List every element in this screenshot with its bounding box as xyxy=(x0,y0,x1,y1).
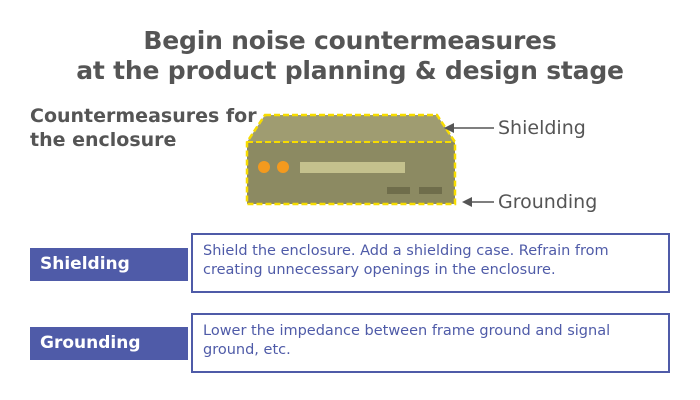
shielding-tag: Shielding xyxy=(30,248,188,281)
indicator-light xyxy=(258,161,270,173)
enclosure-device-icon xyxy=(245,113,494,207)
section-heading: Countermeasures for the enclosure xyxy=(30,104,257,152)
section-heading-line-1: Countermeasures for xyxy=(30,105,257,127)
vent-slot xyxy=(419,187,442,194)
callout-grounding-label: Grounding xyxy=(498,191,598,213)
indicator-light xyxy=(277,161,289,173)
callout-shielding-label: Shielding xyxy=(498,117,586,139)
title-line-2: at the product planning & design stage xyxy=(76,56,624,85)
shielding-description: Shield the enclosure. Add a shielding ca… xyxy=(191,233,670,293)
grounding-description: Lower the impedance between frame ground… xyxy=(191,313,670,373)
grounding-tag: Grounding xyxy=(30,327,188,360)
page-title: Begin noise countermeasures at the produ… xyxy=(0,26,700,86)
arrow-left-icon xyxy=(462,197,494,207)
vent-slot xyxy=(387,187,410,194)
section-heading-line-2: the enclosure xyxy=(30,129,177,151)
arrow-left-icon xyxy=(444,123,494,133)
display-panel xyxy=(300,162,405,173)
enclosure-top-face xyxy=(247,115,455,142)
title-line-1: Begin noise countermeasures xyxy=(143,26,557,55)
